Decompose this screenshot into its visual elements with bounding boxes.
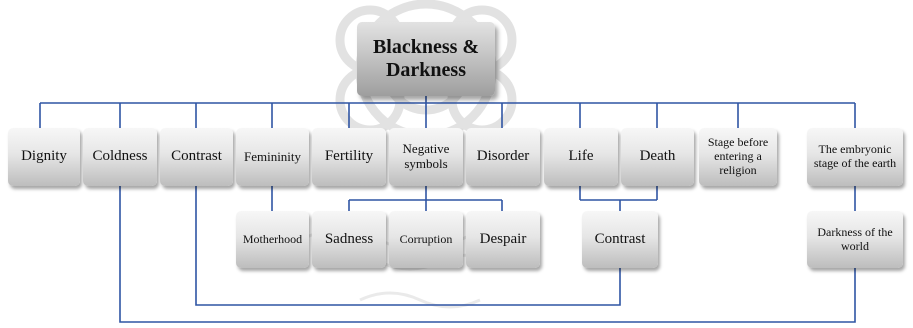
node-embryonic-stage: The embryonic stage of the earth: [807, 128, 903, 186]
node-contrast-2: Contrast: [582, 211, 658, 268]
node-despair: Despair: [466, 211, 540, 268]
node-label: Darkness of the world: [817, 224, 893, 253]
node-label: Disorder: [476, 148, 530, 165]
node-label: The embryonic stage of the earth: [813, 142, 897, 170]
node-darkness-of-the-world: Darkness of the world: [807, 211, 903, 268]
node-label: Contrast: [594, 230, 646, 247]
node-label: Sadness: [324, 230, 374, 247]
node-death: Death: [621, 128, 694, 186]
node-label: Dignity: [21, 148, 67, 165]
node-motherhood: Motherhood: [236, 211, 309, 268]
node-coldness: Coldness: [83, 128, 157, 186]
node-label: Death: [639, 148, 676, 165]
node-label: Contrast: [171, 148, 222, 165]
node-dignity: Dignity: [8, 128, 80, 186]
node-life: Life: [544, 128, 618, 186]
node-label: Stage before entering a religion: [707, 135, 769, 177]
node-fertility: Fertility: [312, 128, 386, 186]
node-label: Corruption: [399, 231, 453, 246]
root-label: Blackness & Darkness: [372, 36, 480, 81]
node-label: Motherhood: [242, 231, 303, 246]
node-label: Life: [568, 148, 594, 165]
node-label: Coldness: [92, 148, 148, 165]
root-node: Blackness & Darkness: [357, 22, 495, 96]
node-label: Femininity: [243, 148, 302, 164]
node-contrast: Contrast: [160, 128, 233, 186]
node-negative-symbols: Negative symbols: [389, 128, 463, 186]
node-sadness: Sadness: [312, 211, 386, 268]
node-corruption: Corruption: [389, 211, 463, 268]
node-label: Negative symbols: [402, 141, 450, 171]
node-femininity: Femininity: [236, 128, 309, 186]
node-disorder: Disorder: [466, 128, 540, 186]
node-stage-before-religion: Stage before entering a religion: [699, 128, 777, 186]
node-label: Fertility: [324, 148, 374, 165]
node-label: Despair: [479, 230, 527, 247]
